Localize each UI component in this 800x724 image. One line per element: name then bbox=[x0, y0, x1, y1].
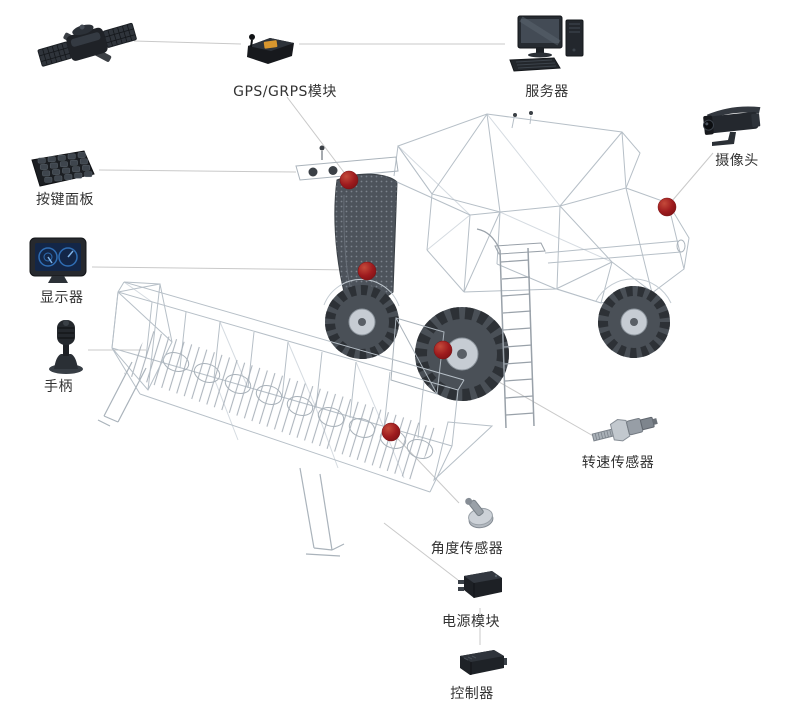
mount-markers bbox=[339, 170, 677, 442]
connector-satellite-gps bbox=[133, 40, 242, 45]
power-module-icon bbox=[458, 571, 502, 598]
connector-display-marker3 bbox=[91, 266, 358, 271]
label-keypad: 按键面板 bbox=[36, 192, 94, 208]
angle-sensor-icon bbox=[465, 497, 494, 529]
label-power-module: 电源模块 bbox=[442, 614, 500, 630]
light-bar bbox=[295, 145, 399, 181]
connector-gps-marker1 bbox=[286, 96, 347, 176]
connector-camera-marker2 bbox=[671, 152, 714, 202]
connector-powermodule-header bbox=[383, 522, 459, 581]
label-display: 显示器 bbox=[40, 290, 84, 306]
wheel-left bbox=[325, 285, 399, 359]
harvester-wireframe bbox=[97, 111, 690, 557]
satellite-icon bbox=[37, 22, 137, 67]
speed-sensor-icon bbox=[591, 416, 658, 442]
mount-marker-4 bbox=[433, 340, 453, 360]
connector-lines bbox=[88, 40, 714, 645]
mount-marker-1 bbox=[339, 170, 359, 190]
mount-marker-3 bbox=[357, 261, 377, 281]
label-camera: 摄像头 bbox=[715, 153, 759, 169]
wheel-center bbox=[415, 307, 509, 401]
keypad-icon bbox=[31, 150, 95, 187]
front-grille bbox=[334, 173, 398, 303]
display-icon bbox=[29, 237, 87, 283]
server-icon bbox=[509, 15, 584, 72]
ladder bbox=[476, 228, 546, 429]
label-server: 服务器 bbox=[525, 84, 569, 100]
wheel-rear bbox=[598, 286, 670, 358]
auger-spiral bbox=[162, 352, 434, 459]
mount-marker-5 bbox=[381, 422, 401, 442]
support-legs bbox=[97, 361, 345, 557]
label-controller: 控制器 bbox=[450, 686, 494, 702]
gps-module-icon bbox=[247, 34, 294, 64]
mount-marker-2 bbox=[657, 197, 677, 217]
controller-icon bbox=[460, 650, 507, 675]
connector-keypad-machine bbox=[98, 169, 297, 173]
label-speed-sensor: 转速传感器 bbox=[581, 455, 655, 471]
label-joystick: 手柄 bbox=[44, 379, 73, 395]
camera-icon bbox=[702, 106, 761, 146]
body-midsection bbox=[396, 181, 653, 293]
joystick-icon bbox=[49, 320, 83, 374]
label-gps-module: GPS/GRPS模块 bbox=[233, 84, 337, 100]
label-angle-sensor: 角度传感器 bbox=[430, 541, 504, 557]
reel-tines bbox=[124, 330, 440, 480]
header-left-cap bbox=[111, 281, 173, 391]
